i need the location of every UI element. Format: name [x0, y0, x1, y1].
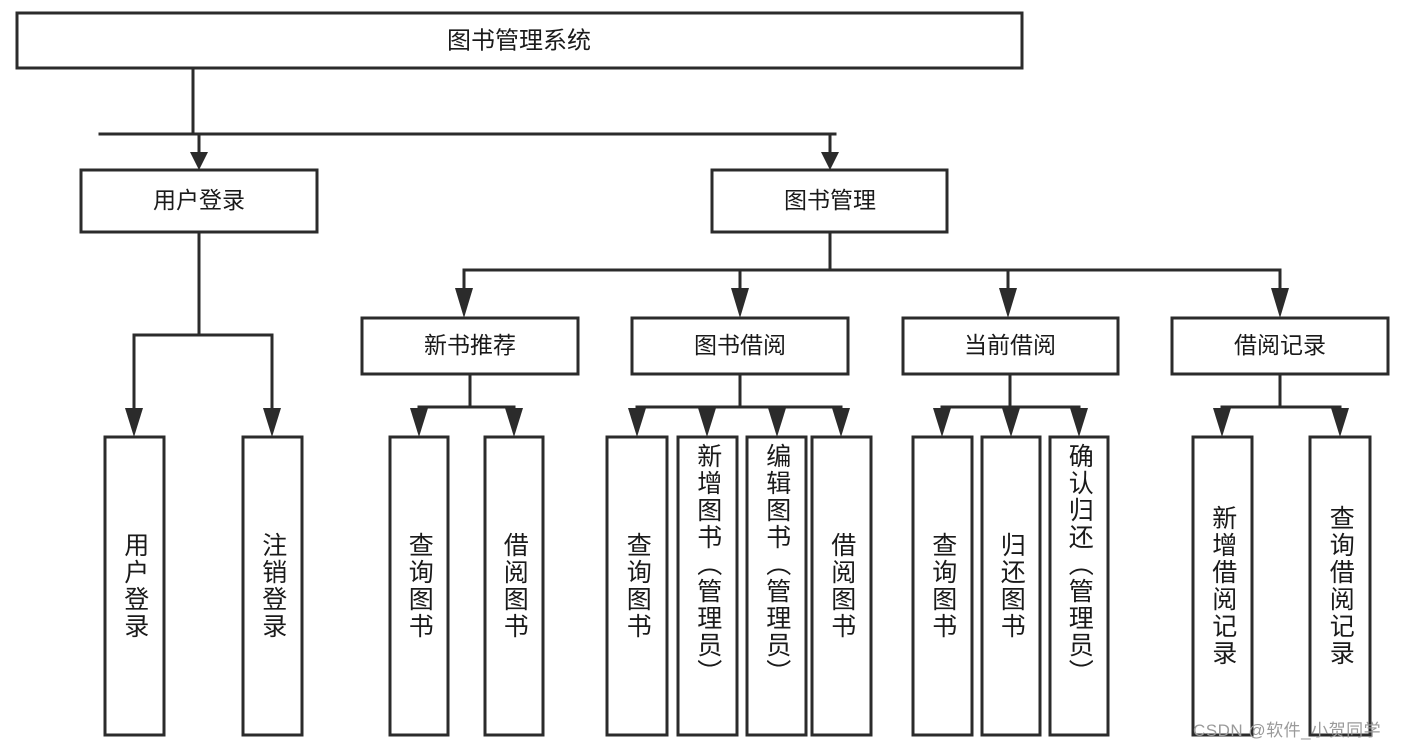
- arrowhead-leaf-return-book: [1002, 408, 1020, 437]
- node-box-leaf-edit-book[interactable]: [745, 435, 808, 737]
- arrowhead-leaf-add-book: [698, 408, 716, 437]
- arrowhead-leaf-query-book-rec: [410, 408, 428, 437]
- arrowhead-leaf-query-book-current: [933, 408, 951, 437]
- connector-layer: [98, 66, 1349, 437]
- node-label-borrow-records: 借阅记录: [1234, 332, 1326, 358]
- arrowhead-leaf-user-logout: [263, 408, 281, 437]
- arrowhead-leaf-borrow-book: [832, 408, 850, 437]
- arrowhead-borrow-records: [1271, 288, 1289, 318]
- node-box-leaf-query-record[interactable]: [1308, 435, 1372, 737]
- node-box-leaf-query-book-current[interactable]: [911, 435, 974, 737]
- node-box-leaf-add-record[interactable]: [1191, 435, 1254, 737]
- node-box-user-login[interactable]: [79, 168, 319, 234]
- node-label-book-borrow: 图书借阅: [694, 332, 786, 358]
- arrowhead-leaf-borrow-book-rec: [505, 408, 523, 437]
- node-label-user-login: 用户登录: [153, 187, 245, 213]
- node-box-new-book-recommend[interactable]: [360, 316, 580, 376]
- node-box-borrow-records[interactable]: [1170, 316, 1390, 376]
- node-label-book-management: 图书管理: [784, 187, 876, 213]
- node-box-leaf-query-book-rec[interactable]: [388, 435, 450, 737]
- arrowhead-current-borrow: [999, 288, 1017, 318]
- arrowhead-book-management: [821, 152, 839, 170]
- node-box-book-borrow[interactable]: [630, 316, 850, 376]
- arrowhead-leaf-confirm-return: [1070, 408, 1088, 437]
- node-box-leaf-user-login[interactable]: [103, 435, 166, 737]
- node-box-leaf-borrow-book-rec[interactable]: [483, 435, 545, 737]
- arrowhead-user-login: [190, 152, 208, 170]
- arrowhead-leaf-query-record: [1331, 408, 1349, 437]
- node-label-new-book-recommend: 新书推荐: [424, 332, 516, 358]
- arrowhead-leaf-edit-book: [768, 408, 786, 437]
- node-box-root[interactable]: [15, 11, 1024, 70]
- node-label-root: 图书管理系统: [447, 27, 591, 54]
- arrowhead-new-book-recommend: [455, 288, 473, 318]
- arrowhead-leaf-user-login: [125, 408, 143, 437]
- horizontal-label-layer: 图书管理系统 用户登录 图书管理 新书推荐 图书借阅 当前借阅 借阅记录: [153, 27, 1326, 358]
- node-box-current-borrow[interactable]: [901, 316, 1120, 376]
- node-layer: [15, 11, 1390, 737]
- csdn-watermark: CSDN @软件_小贺同学: [1193, 721, 1382, 740]
- arrowhead-leaf-add-record: [1213, 408, 1231, 437]
- node-box-book-management[interactable]: [710, 168, 949, 234]
- arrowhead-book-borrow: [731, 288, 749, 318]
- node-box-leaf-borrow-book[interactable]: [810, 435, 873, 737]
- node-box-leaf-confirm-return[interactable]: [1048, 435, 1110, 737]
- node-box-leaf-query-book-borrow[interactable]: [605, 435, 669, 737]
- node-label-current-borrow: 当前借阅: [964, 332, 1056, 358]
- node-box-leaf-add-book[interactable]: [676, 435, 739, 737]
- node-box-leaf-user-logout[interactable]: [241, 435, 304, 737]
- arrowhead-leaf-query-book-borrow: [628, 408, 646, 437]
- node-box-leaf-return-book[interactable]: [980, 435, 1042, 737]
